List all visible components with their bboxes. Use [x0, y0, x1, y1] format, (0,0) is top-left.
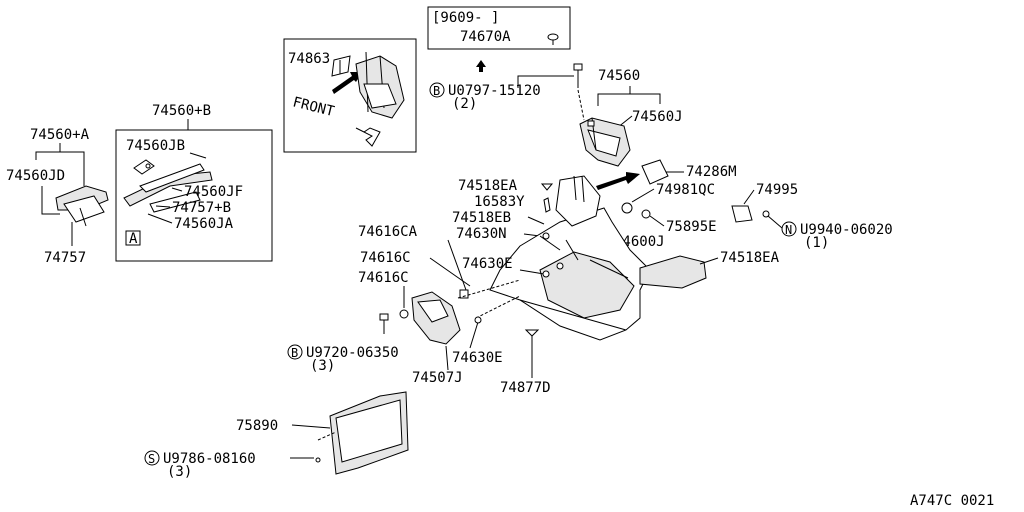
part-label-74630N[interactable]: 74630N — [456, 226, 507, 242]
floor-panel-assembly — [489, 175, 651, 341]
bolt-icon — [573, 63, 583, 88]
clip-small-icon — [540, 183, 554, 191]
part-label-74630E-lower[interactable]: 74630E — [452, 350, 503, 366]
part-label-U9940-06020[interactable]: U9940-06020 — [800, 222, 893, 238]
part-label-74560J[interactable]: 74560J — [632, 109, 683, 125]
inset-frame — [283, 38, 417, 153]
part-label-74286M[interactable]: 74286M — [686, 164, 737, 180]
bolt-b-u9720-group: B U9720-06350 (3) — [287, 313, 399, 374]
sensor-16583Y — [543, 197, 551, 213]
mat-74518EA — [639, 255, 707, 289]
part-label-74981QC[interactable]: 74981QC — [656, 182, 715, 198]
qty-label-U9940-06020: (1) — [804, 235, 829, 251]
part-label-16583Y[interactable]: 16583Y — [474, 194, 525, 210]
part-label-74518EA-right[interactable]: 74518EA — [720, 250, 780, 266]
inset-74560B: 74560JB 74560JF 74757+B 74560JA A — [115, 129, 273, 262]
screw-s-mark-icon — [144, 450, 160, 466]
part-label-74560JB[interactable]: 74560JB — [126, 138, 185, 154]
gusset-bracket-74560 — [579, 117, 631, 167]
part-label-74560B[interactable]: 74560+B — [152, 103, 211, 119]
header-date-range: [9609- ] — [432, 10, 499, 26]
qty-label-U9786-08160: (3) — [167, 464, 192, 480]
clip-74616CA-icon — [459, 289, 469, 299]
svg-text:S: S — [148, 452, 155, 466]
clip-75895E-icon — [641, 209, 651, 219]
svg-text:B: B — [433, 84, 440, 98]
inset-74560B-frame — [115, 129, 273, 262]
part-label-74560JA[interactable]: 74560JA — [174, 216, 234, 232]
svg-text:A: A — [129, 231, 138, 247]
bracket-74995 — [731, 205, 770, 223]
part-label-U9720-06350[interactable]: U9720-06350 — [306, 345, 399, 361]
inset-front-view: 74863 FRONT — [283, 38, 417, 153]
grommet-icon — [621, 202, 633, 214]
part-label-74518EB[interactable]: 74518EB — [452, 210, 511, 226]
grommet-74616C-icon — [399, 309, 409, 319]
bolt-icon — [379, 313, 389, 334]
bolt-b2-mark-icon — [287, 344, 303, 360]
header-variant-box: [9609- ] 74670A — [427, 6, 571, 50]
part-label-74616C-upper[interactable]: 74616C — [360, 250, 411, 266]
arrow-right-icon — [596, 172, 640, 190]
part-label-74560A[interactable]: 74560+A — [30, 127, 90, 143]
part-label-74518EA-left[interactable]: 74518EA — [458, 178, 518, 194]
arrow-left-icon — [332, 72, 362, 94]
front-arrow-icon — [355, 127, 381, 147]
part-label-75890[interactable]: 75890 — [236, 418, 278, 434]
qty-label-U0797-15120: (2) — [452, 96, 477, 112]
screw-s-u9786-group: S U9786-08160 (3) — [144, 450, 314, 480]
bolt-b-mark-icon — [429, 82, 445, 98]
bolt-b-u0797-group: B U0797-15120 (2) — [429, 63, 585, 121]
floor-tunnel-74560A — [55, 185, 109, 227]
part-label-74616C-lower[interactable]: 74616C — [358, 270, 409, 286]
part-label-74507J[interactable]: 74507J — [412, 370, 463, 386]
ref-marker-a-inset — [125, 230, 141, 246]
bracket-74286M — [641, 159, 669, 185]
svg-text:N: N — [785, 223, 792, 237]
plug-74877D — [524, 329, 540, 378]
part-label-74877D[interactable]: 74877D — [500, 380, 551, 396]
part-label-74995[interactable]: 74995 — [756, 182, 798, 198]
part-label-74560[interactable]: 74560 — [598, 68, 640, 84]
nut-n-mark-icon — [781, 221, 797, 237]
bracket-74507J — [411, 291, 461, 345]
qty-label-U9720-06350: (3) — [310, 358, 335, 374]
part-label-75895E[interactable]: 75895E — [666, 219, 717, 235]
svg-text:B: B — [291, 346, 298, 360]
part-label-74560JF[interactable]: 74560JF — [184, 184, 243, 200]
part-label-74757B[interactable]: 74757+B — [172, 200, 231, 216]
part-label-74757[interactable]: 74757 — [44, 250, 86, 266]
header-box-frame — [427, 6, 571, 50]
part-label-74630E-upper[interactable]: 74630E — [462, 256, 513, 272]
part-label-U9786-08160[interactable]: U9786-08160 — [163, 451, 256, 467]
part-label-74863[interactable]: 74863 — [288, 51, 330, 67]
nut-n-u9940-group: N U9940-06020 (1) — [767, 215, 893, 251]
clip-icon — [547, 33, 559, 45]
part-label-74670A[interactable]: 74670A — [460, 29, 511, 45]
diagram-id: A747C 0021 — [910, 493, 994, 509]
part-label-74560JD[interactable]: 74560JD — [6, 168, 65, 184]
part-label-74616CA[interactable]: 74616CA — [358, 224, 418, 240]
front-label: FRONT — [291, 94, 336, 120]
arrow-up-icon — [476, 60, 486, 72]
panel-75890 — [329, 391, 409, 475]
crossmember-74560B — [123, 163, 213, 213]
bracket-74560JB — [133, 159, 155, 175]
